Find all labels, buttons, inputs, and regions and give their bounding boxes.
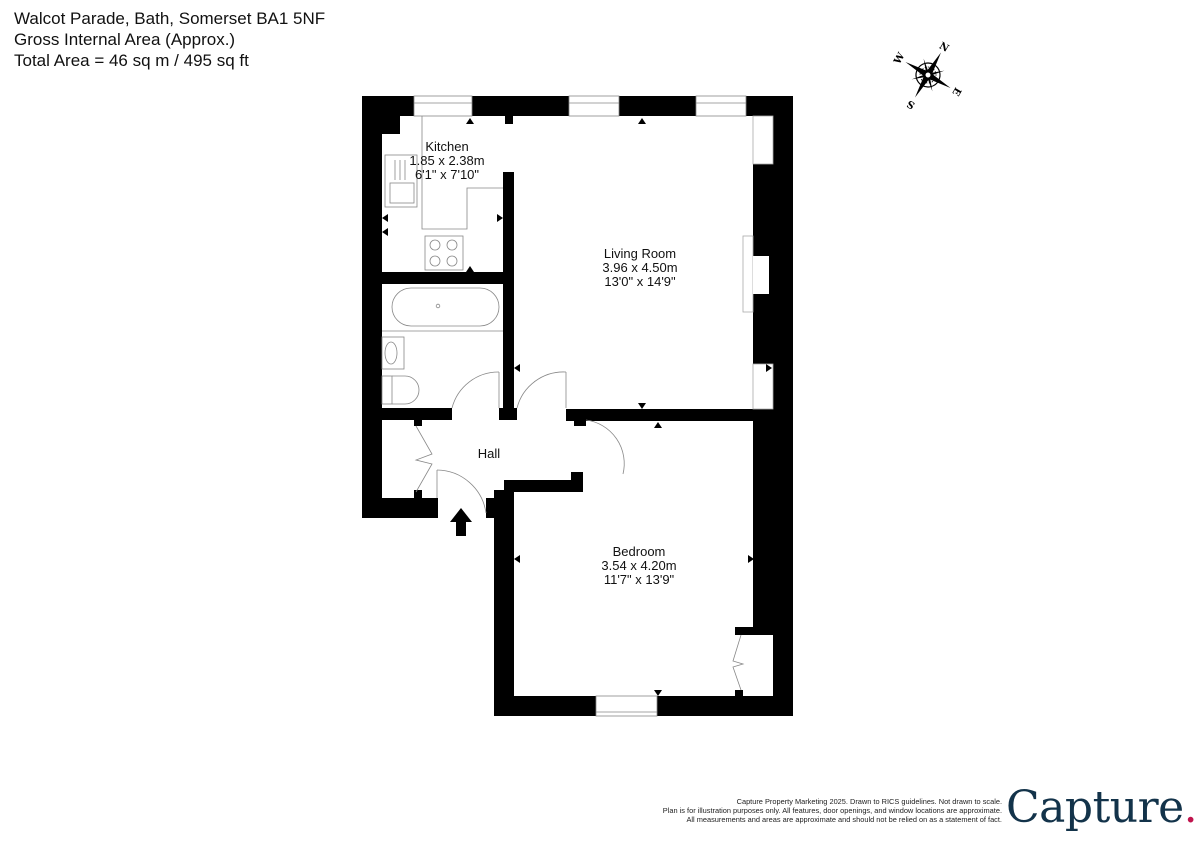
plan-header: Walcot Parade, Bath, Somerset BA1 5NF Gr…: [14, 8, 325, 71]
logo-text: Capture: [1006, 782, 1184, 833]
room-metric: 1.85 x 2.38m: [409, 153, 485, 168]
windows: [413, 95, 774, 717]
room-name: Kitchen: [425, 139, 469, 154]
disclaimer-line-3: All measurements and areas are approxima…: [686, 815, 1002, 825]
room-hall: Hall: [478, 447, 500, 461]
disclaimer-line-2: Plan is for illustration purposes only. …: [662, 806, 1002, 816]
room-imperial: 6'1" x 7'10": [414, 167, 480, 182]
bathroom-fixtures: [381, 287, 503, 405]
room-imperial: 13'0" x 14'9": [604, 274, 676, 289]
logo-dot: .: [1183, 782, 1198, 833]
area-label: Gross Internal Area (Approx.): [14, 30, 236, 49]
entrance-arrow-icon: [450, 508, 472, 536]
disclaimer: Capture Property Marketing 2025. Drawn t…: [663, 797, 1002, 825]
compass-south: S: [905, 97, 917, 110]
disclaimer-line-1: Capture Property Marketing 2025. Drawn t…: [736, 797, 1002, 806]
room-name: Bedroom: [612, 544, 666, 559]
measurement-markers: [382, 118, 772, 696]
kitchen-fixtures: [384, 116, 503, 271]
walls: [362, 96, 793, 716]
room-imperial: 11'7" x 13'9": [603, 572, 675, 587]
room-bedroom: Bedroom 3.54 x 4.20m 11'7" x 13'9": [601, 545, 676, 587]
room-name: Hall: [477, 446, 501, 461]
room-metric: 3.96 x 4.50m: [602, 260, 678, 275]
room-metric: 3.54 x 4.20m: [601, 558, 677, 573]
room-kitchen: Kitchen 1.85 x 2.38m 6'1" x 7'10": [409, 140, 484, 182]
address: Walcot Parade, Bath, Somerset BA1 5NF: [14, 9, 326, 28]
capture-logo: Capture.: [1006, 780, 1198, 836]
room-name: Living Room: [603, 246, 677, 261]
total-area: Total Area = 46 sq m / 495 sq ft: [14, 51, 249, 70]
compass-rose-icon: N S W E: [892, 41, 963, 111]
doors: [414, 371, 745, 691]
room-living-room: Living Room 3.96 x 4.50m 13'0" x 14'9": [602, 247, 677, 289]
